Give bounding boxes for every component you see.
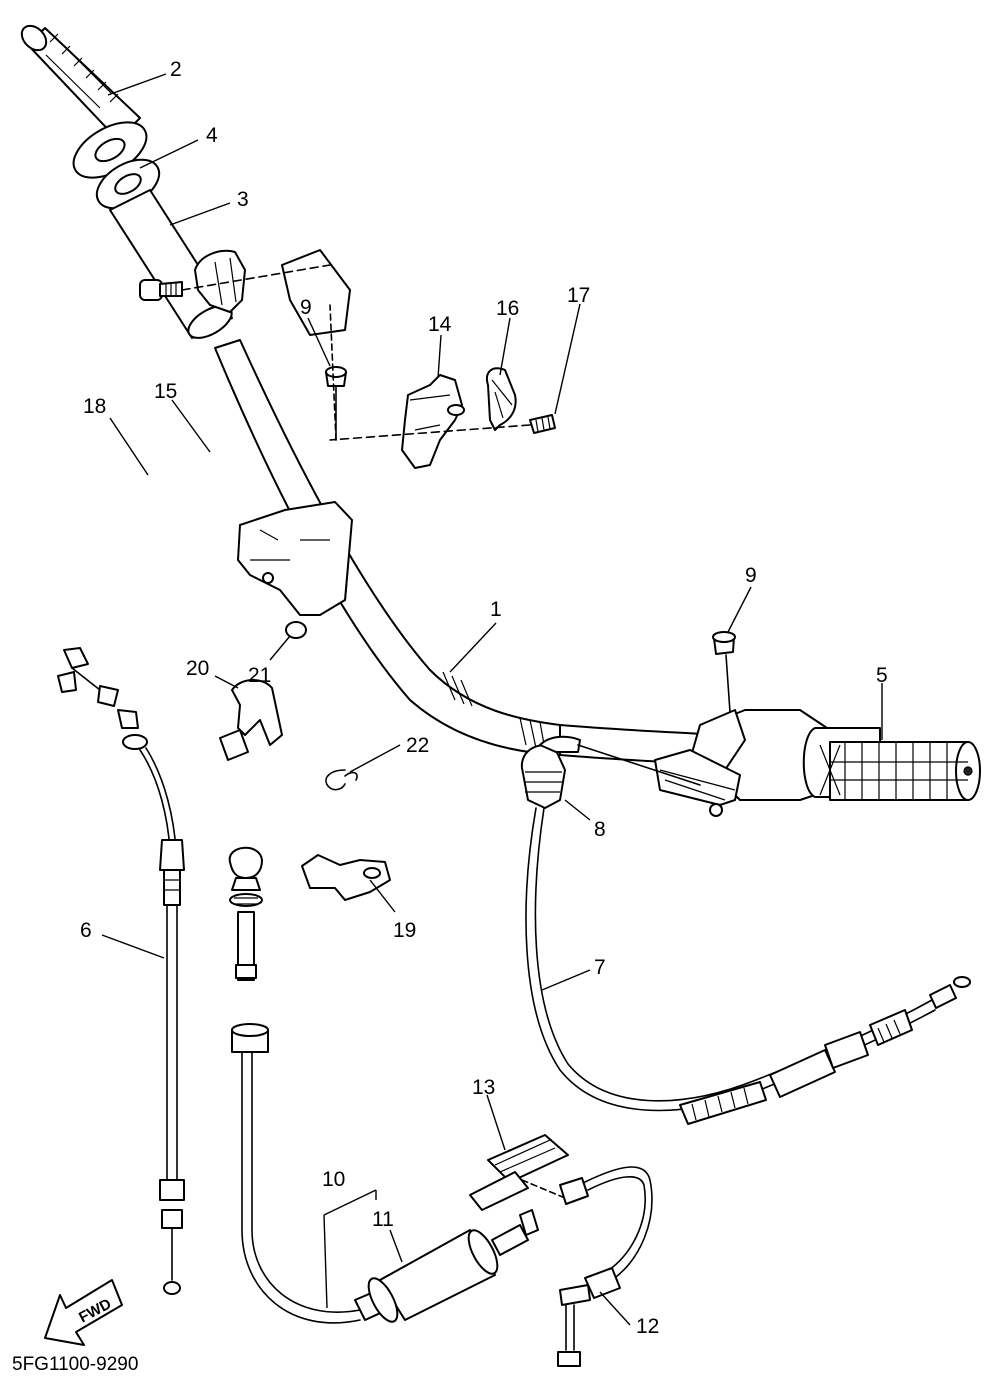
callout-18: 18: [83, 395, 106, 418]
callout-21: 21: [248, 664, 271, 687]
callout-8: 8: [594, 818, 606, 841]
left-switch-housing: [237, 501, 353, 616]
choke-cable-10: [228, 846, 361, 1324]
callout-17: 17: [567, 284, 590, 307]
callout-13: 13: [472, 1076, 495, 1099]
callout-15: 15: [154, 380, 177, 403]
callout-3: 3: [237, 188, 249, 211]
fwd-arrow-icon: FWD: [44, 1279, 123, 1346]
drawing-code: 5FG1100-9290: [12, 1354, 138, 1375]
clip-22: [325, 769, 358, 791]
clamp-20: [219, 679, 283, 761]
callout-11: 11: [372, 1208, 394, 1231]
right-lever-assembly: [654, 709, 831, 817]
callout-5: 5: [876, 664, 888, 687]
holder-14: [401, 374, 465, 469]
bar-clamp: [281, 249, 351, 336]
callout-4: 4: [206, 124, 218, 147]
callout-10: 10: [322, 1168, 345, 1191]
clip-16: [486, 367, 517, 431]
cable-guide-8: [520, 735, 701, 809]
bolt-18: [139, 264, 331, 301]
callout-22: 22: [406, 734, 429, 757]
callout-14: 14: [428, 313, 452, 336]
screw-9-right: [712, 631, 736, 713]
callout-16: 16: [496, 297, 519, 320]
cable-12: [557, 1166, 653, 1367]
left-grip: [20, 24, 141, 141]
screw-9-upper: [325, 304, 347, 441]
brake-cable-7: [525, 807, 971, 1125]
callout-9-right: 9: [745, 564, 757, 587]
callout-7: 7: [594, 956, 606, 979]
callout-19: 19: [393, 919, 416, 942]
throttle-cable-6: [57, 647, 185, 1295]
joint-13: [469, 1134, 569, 1211]
callout-6: 6: [80, 919, 92, 942]
callout-labels: 1 2 3 4 5 6 7 8 9 9 10 11 12 13 14 15 16…: [80, 58, 888, 1338]
callout-9-upper: 9: [300, 296, 312, 319]
holder-15: [194, 250, 246, 313]
screw-17: [329, 414, 556, 441]
cap-21: [285, 621, 307, 639]
callout-20: 20: [186, 657, 209, 680]
choke-plunger-11: [354, 1209, 539, 1323]
callout-1: 1: [490, 598, 502, 621]
leader-lines: [101, 73, 883, 1326]
callout-12: 12: [636, 1315, 659, 1338]
bracket-19: [301, 854, 391, 901]
right-grip: [802, 727, 981, 801]
callout-2: 2: [170, 58, 182, 81]
